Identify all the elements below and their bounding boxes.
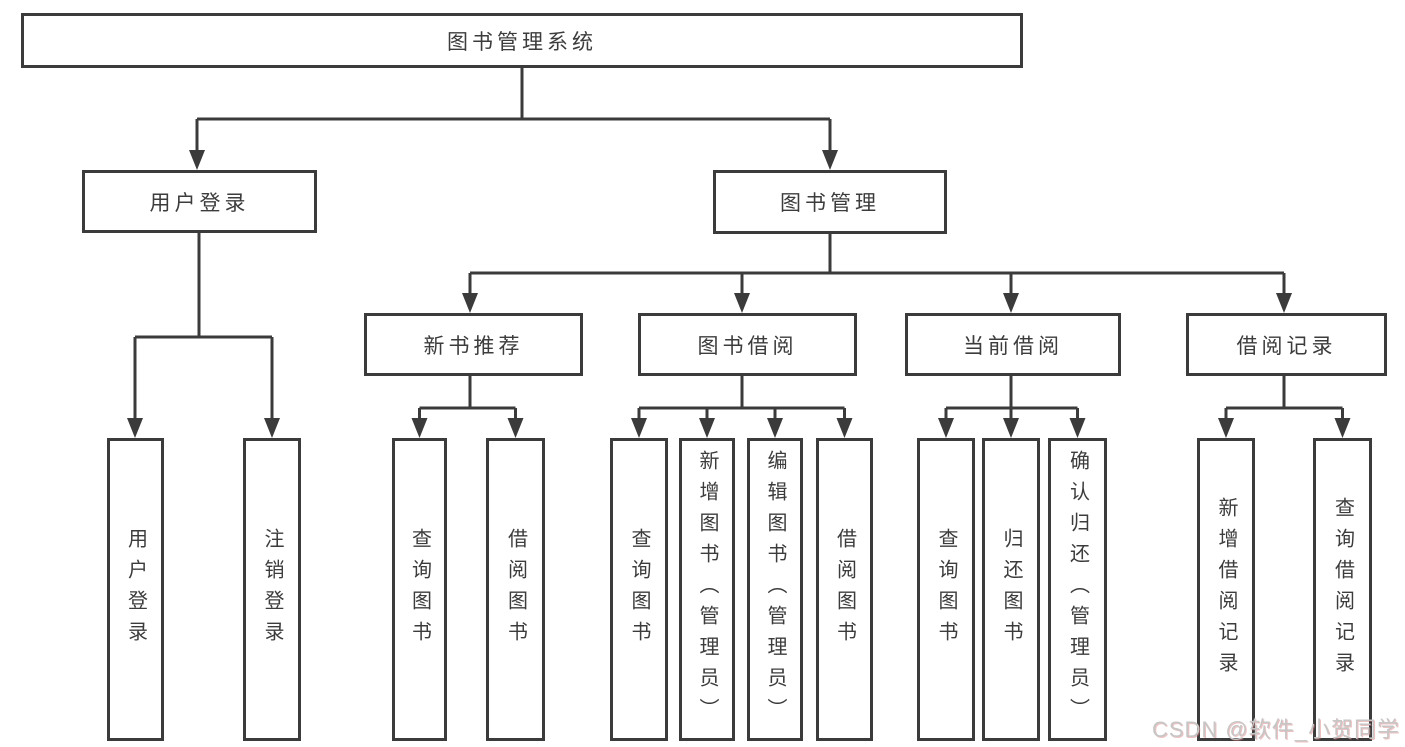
node-borrow-record: 借阅记录 [1186, 313, 1387, 376]
csdn-watermark: CSDN @软件_小贺同学 [1151, 717, 1400, 742]
leaf-add-books-admin: 新增图书（管理员） [679, 438, 735, 741]
node-current-borrow: 当前借阅 [905, 313, 1121, 376]
leaf-edit-books-admin: 编辑图书（管理员） [747, 438, 803, 741]
leaf-confirm-return-admin: 确认归还（管理员） [1048, 438, 1107, 741]
node-book-management: 图书管理 [713, 170, 947, 234]
leaf-user-login: 用户登录 [107, 438, 164, 741]
leaf-borrow-books-recommend: 借阅图书 [486, 438, 545, 741]
leaf-query-books-recommend: 查询图书 [392, 438, 447, 741]
leaf-add-borrow-record: 新增借阅记录 [1197, 438, 1255, 741]
leaf-return-books: 归还图书 [982, 438, 1040, 741]
node-new-book-recommend: 新书推荐 [364, 313, 583, 376]
leaf-query-borrow-record: 查询借阅记录 [1313, 438, 1372, 741]
leaf-query-books-borrow: 查询图书 [610, 438, 668, 741]
connector-shafts [133, 68, 1344, 424]
arrowheads [127, 150, 1351, 438]
node-book-borrow: 图书借阅 [638, 313, 857, 376]
leaf-logout: 注销登录 [243, 438, 301, 741]
node-library-management-system: 图书管理系统 [21, 13, 1023, 68]
leaf-borrow-books: 借阅图书 [816, 438, 873, 741]
node-user-login: 用户登录 [82, 170, 317, 233]
leaf-query-books-current: 查询图书 [917, 438, 975, 741]
